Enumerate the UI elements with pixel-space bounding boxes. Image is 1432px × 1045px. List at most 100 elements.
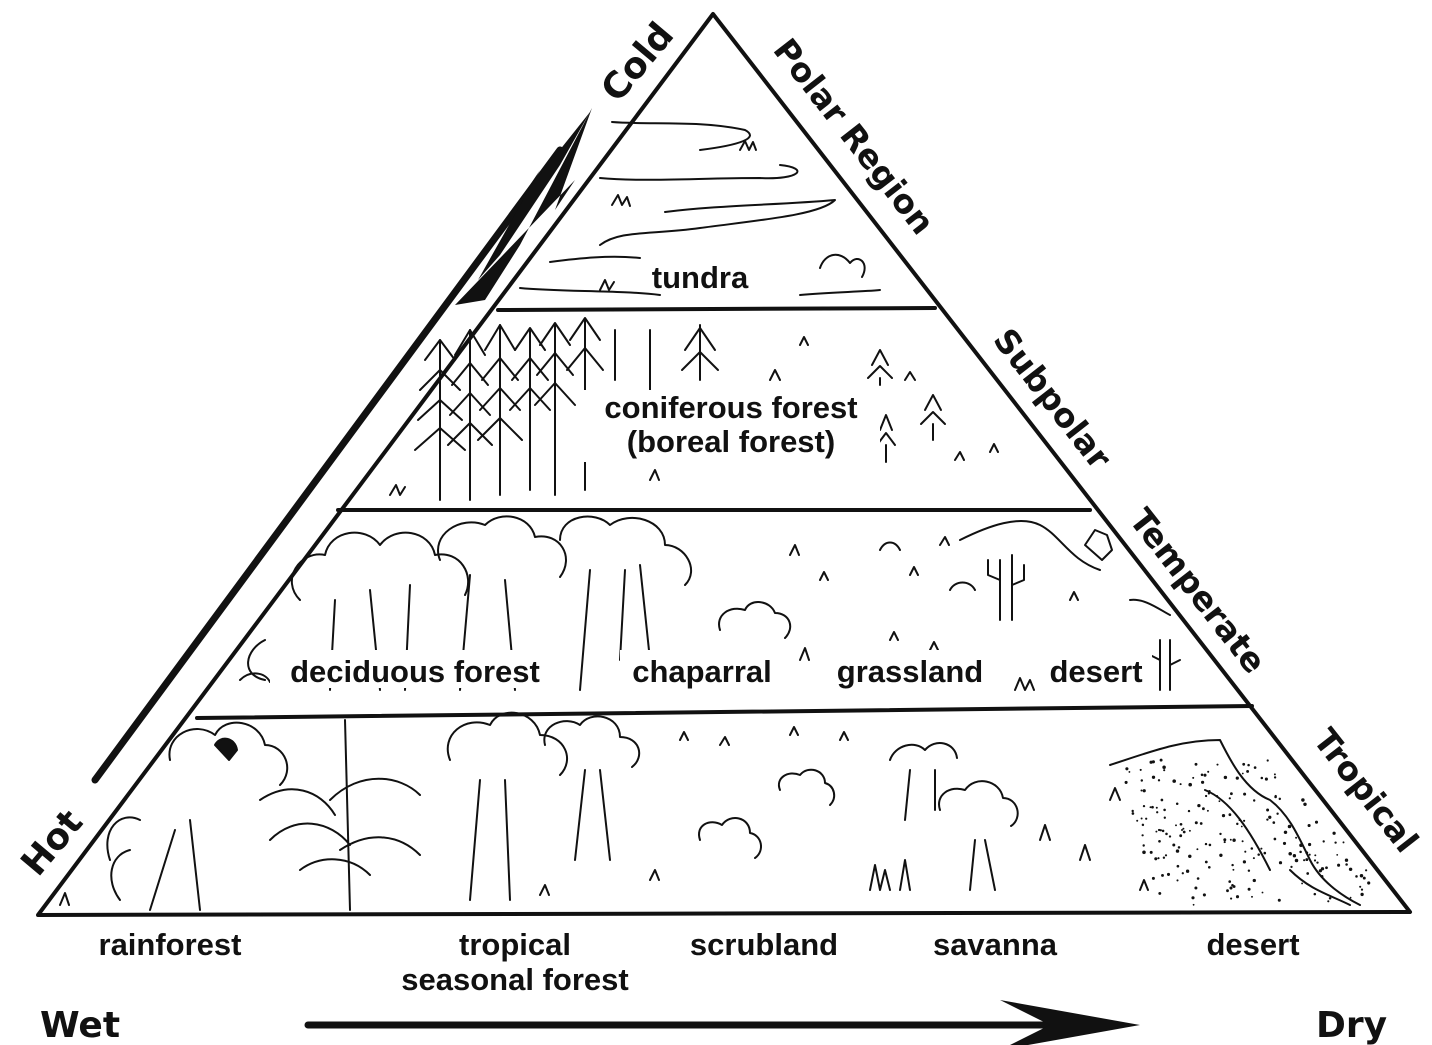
dune-dot — [1232, 869, 1234, 871]
dune-dot — [1247, 764, 1250, 767]
dune-dot — [1158, 892, 1161, 895]
dune-dot — [1203, 893, 1206, 896]
dune-dot — [1219, 800, 1221, 802]
dune-dot — [1236, 895, 1239, 898]
dune-dot — [1295, 837, 1297, 839]
dune-dot — [1360, 874, 1363, 877]
biome-label-boreal-forest: (boreal forest) — [627, 424, 835, 459]
dune-dot — [1314, 859, 1316, 861]
dune-dot — [1367, 881, 1370, 884]
dune-dot — [1229, 813, 1232, 816]
biome-label-tropical: tropical — [459, 927, 571, 962]
dune-dot — [1231, 864, 1233, 866]
dune-dot — [1283, 842, 1286, 845]
biome-label-deciduous-forest: deciduous forest — [290, 654, 540, 689]
dune-dot — [1141, 779, 1143, 781]
dune-dot — [1205, 795, 1207, 797]
dune-dot — [1360, 893, 1363, 896]
dune-dot — [1141, 818, 1143, 820]
dune-dot — [1343, 841, 1345, 843]
dune-dot — [1231, 884, 1234, 887]
dune-dot — [1131, 810, 1133, 812]
dune-dot — [1299, 851, 1302, 854]
biome-label-rainforest: rainforest — [99, 927, 242, 962]
dune-dot — [1176, 879, 1178, 881]
dune-dot — [1329, 897, 1332, 900]
dune-dot — [1176, 802, 1179, 805]
dune-dot — [1325, 866, 1328, 869]
dune-dot — [1243, 860, 1246, 863]
axis-label-hot: Hot — [13, 802, 91, 884]
zone-label-tropical: Tropical — [1306, 721, 1427, 860]
dune-dot — [1236, 776, 1239, 779]
dune-dot — [1262, 892, 1264, 894]
biome-label-coniferous-forest: coniferous forest — [604, 390, 857, 425]
dune-dot — [1253, 799, 1255, 801]
dune-dot — [1290, 866, 1292, 868]
dune-dot — [1205, 843, 1207, 845]
dune-dot — [1156, 807, 1158, 809]
dune-dot — [1158, 779, 1160, 781]
dune-dot — [1303, 859, 1305, 861]
dune-dot — [1361, 888, 1363, 890]
dune-dot — [1230, 792, 1233, 795]
dune-dot — [1188, 810, 1190, 812]
dune-dot — [1179, 834, 1182, 837]
dune-dot — [1305, 858, 1308, 861]
dune-dot — [1355, 875, 1358, 878]
dune-dot — [1177, 865, 1180, 868]
dune-dot — [1201, 781, 1204, 784]
dune-dot — [1274, 773, 1276, 775]
dune-dot — [1279, 798, 1281, 800]
dune-dot — [1230, 898, 1232, 900]
dune-dot — [1274, 838, 1277, 841]
dune-dot — [1175, 824, 1177, 826]
dune-dot — [1162, 766, 1166, 770]
dune-dot — [1248, 888, 1251, 891]
dune-dot — [1349, 868, 1352, 871]
dune-dot — [1309, 854, 1311, 856]
dune-dot — [1155, 831, 1157, 833]
dune-dot — [1143, 844, 1145, 846]
dune-speckle — [1125, 759, 1371, 906]
dune-dot — [1165, 833, 1168, 836]
dune-dot — [1140, 769, 1142, 771]
dune-dot — [1253, 857, 1255, 859]
dune-dot — [1337, 864, 1340, 867]
dune-dot — [1345, 863, 1348, 866]
dune-dot — [1128, 771, 1130, 773]
dune-dot — [1242, 840, 1244, 842]
dune-dot — [1314, 893, 1317, 896]
dune-dot — [1197, 877, 1200, 880]
dune-dot — [1205, 861, 1208, 864]
dune-dot — [1208, 790, 1211, 793]
dune-dot — [1201, 774, 1204, 777]
dune-dot — [1219, 854, 1222, 857]
dune-dot — [1207, 810, 1209, 812]
dune-dot — [1232, 838, 1235, 841]
dune-dot — [1224, 841, 1226, 843]
dune-dot — [1189, 830, 1191, 832]
dune-dot — [1163, 809, 1166, 812]
dune-dot — [1180, 783, 1182, 785]
dune-dot — [1365, 869, 1367, 871]
dune-dot — [1272, 821, 1275, 824]
biome-label-seasonal-forest: seasonal forest — [401, 962, 628, 997]
dune-dot — [1208, 866, 1211, 869]
dune-dot — [1267, 759, 1269, 761]
dune-dot — [1181, 829, 1183, 831]
dune-dot — [1244, 851, 1246, 853]
dune-dot — [1145, 818, 1147, 820]
dune-dot — [1288, 852, 1292, 856]
dune-dot — [1195, 821, 1198, 824]
dune-dot — [1150, 851, 1153, 854]
dune-dot — [1303, 803, 1306, 806]
dune-dot — [1226, 889, 1229, 892]
dune-dot — [1359, 886, 1361, 888]
dune-dot — [1195, 763, 1198, 766]
dune-dot — [1163, 857, 1165, 859]
dune-dot — [1266, 809, 1269, 812]
dune-dot — [1152, 877, 1155, 880]
dune-dot — [1142, 851, 1146, 855]
